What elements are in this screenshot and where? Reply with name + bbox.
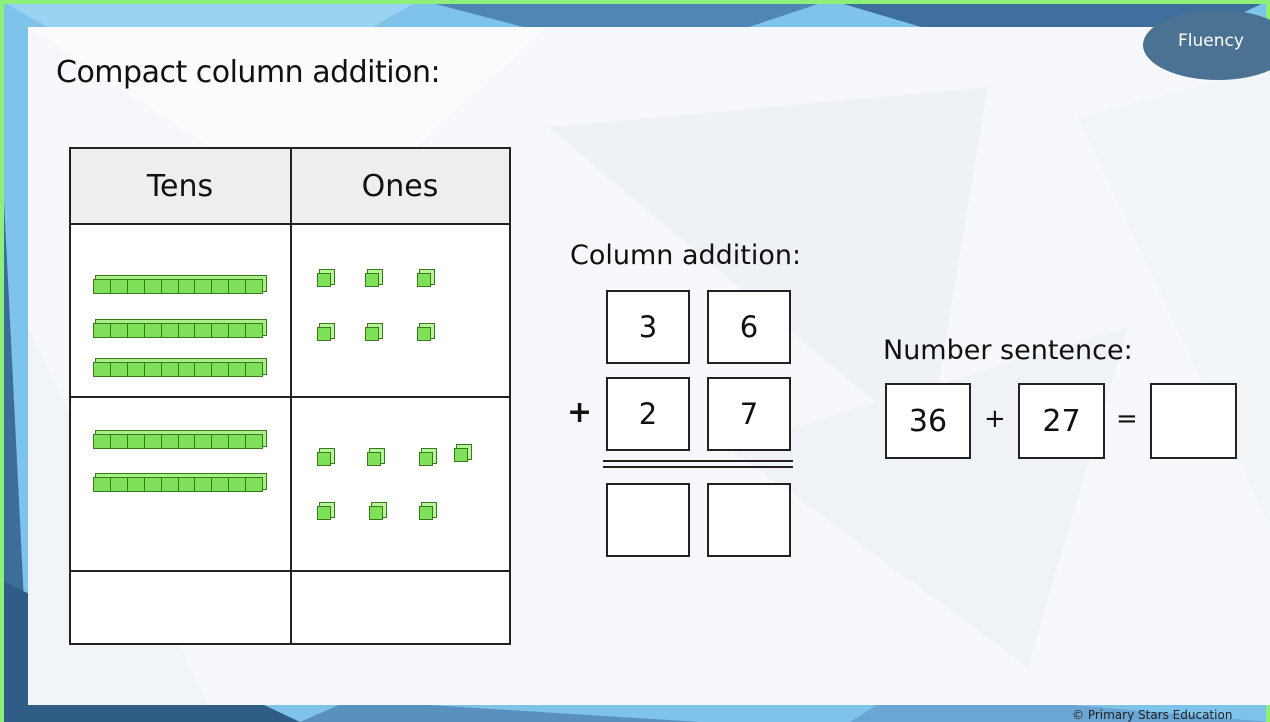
- ten-rod: [93, 434, 263, 449]
- answer-tens-box[interactable]: [606, 483, 690, 557]
- one-cube: [317, 506, 331, 520]
- one-cube: [317, 273, 331, 287]
- ones-header: Ones: [361, 169, 439, 204]
- one-cube: [417, 327, 431, 341]
- fluency-badge: Fluency: [1143, 10, 1270, 80]
- one-cube: [417, 273, 431, 287]
- top-ones-digit: 6: [707, 290, 791, 364]
- number-sentence-label: Number sentence:: [883, 335, 1133, 366]
- top-tens-digit: 3: [606, 290, 690, 364]
- column-addition-label: Column addition:: [570, 240, 802, 271]
- one-cube: [365, 273, 379, 287]
- tens-header: Tens: [146, 169, 214, 204]
- answer-line: [603, 466, 793, 468]
- place-value-table: Tens Ones: [69, 147, 511, 645]
- second-addend-box: 27: [1018, 383, 1105, 459]
- fluency-label: Fluency: [1178, 31, 1244, 51]
- row-divider: [71, 570, 509, 572]
- one-cube: [317, 327, 331, 341]
- bottom-tens-digit: 2: [606, 377, 690, 451]
- copyright-text: © Primary Stars Education: [1072, 708, 1233, 722]
- row-divider: [71, 396, 509, 398]
- answer-line: [603, 460, 793, 462]
- bottom-ones-digit: 7: [707, 377, 791, 451]
- first-addend-box: 36: [885, 383, 971, 459]
- one-cube: [419, 452, 433, 466]
- ten-rod: [93, 362, 263, 377]
- one-cube: [454, 448, 468, 462]
- result-box[interactable]: [1150, 383, 1237, 459]
- one-cube: [365, 327, 379, 341]
- ten-rod: [93, 279, 263, 294]
- plus-sign: +: [567, 395, 593, 430]
- one-cube: [419, 506, 433, 520]
- one-cube: [367, 452, 381, 466]
- equals-sign: =: [1116, 404, 1138, 434]
- one-cube: [369, 506, 383, 520]
- ten-rod: [93, 477, 263, 492]
- ten-rod: [93, 323, 263, 338]
- slide-title: Compact column addition:: [56, 55, 441, 90]
- one-cube: [317, 452, 331, 466]
- answer-ones-box[interactable]: [707, 483, 791, 557]
- plus-sign: +: [984, 404, 1006, 434]
